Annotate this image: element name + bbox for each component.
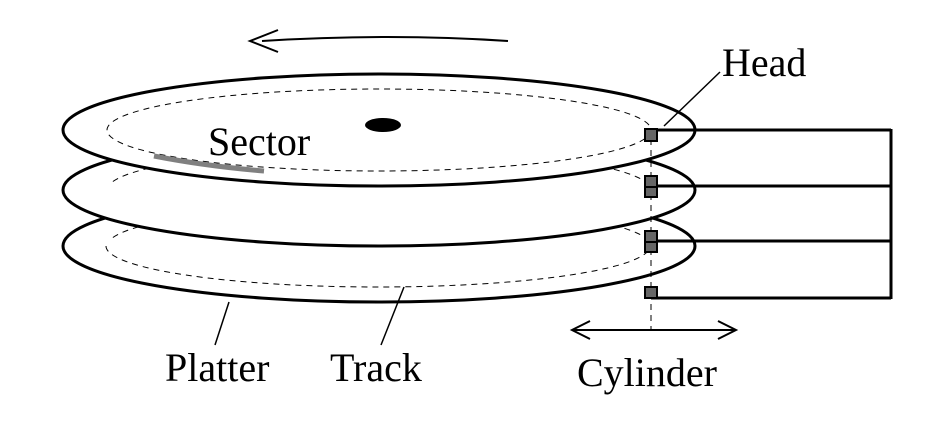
head-6 [644,286,658,299]
platter-label: Platter [165,345,269,390]
spindle-hole [365,118,401,132]
head-2 [644,175,658,188]
cylinder-arrow [569,320,739,340]
track-leader [380,286,405,346]
head-1 [644,128,658,142]
head-leader [663,71,721,127]
head-label: Head [722,40,806,85]
head-4 [644,230,658,243]
heads [644,128,658,299]
platter-1 [61,72,697,188]
rotation-arrow [247,29,509,53]
head-5 [644,241,658,253]
head-3 [644,186,658,198]
sector-label: Sector [208,119,310,164]
cylinder-label: Cylinder [577,350,717,395]
sector-arc [153,153,265,174]
platter-leader [214,301,230,346]
track-label: Track [330,345,422,390]
head-arm [651,128,893,300]
